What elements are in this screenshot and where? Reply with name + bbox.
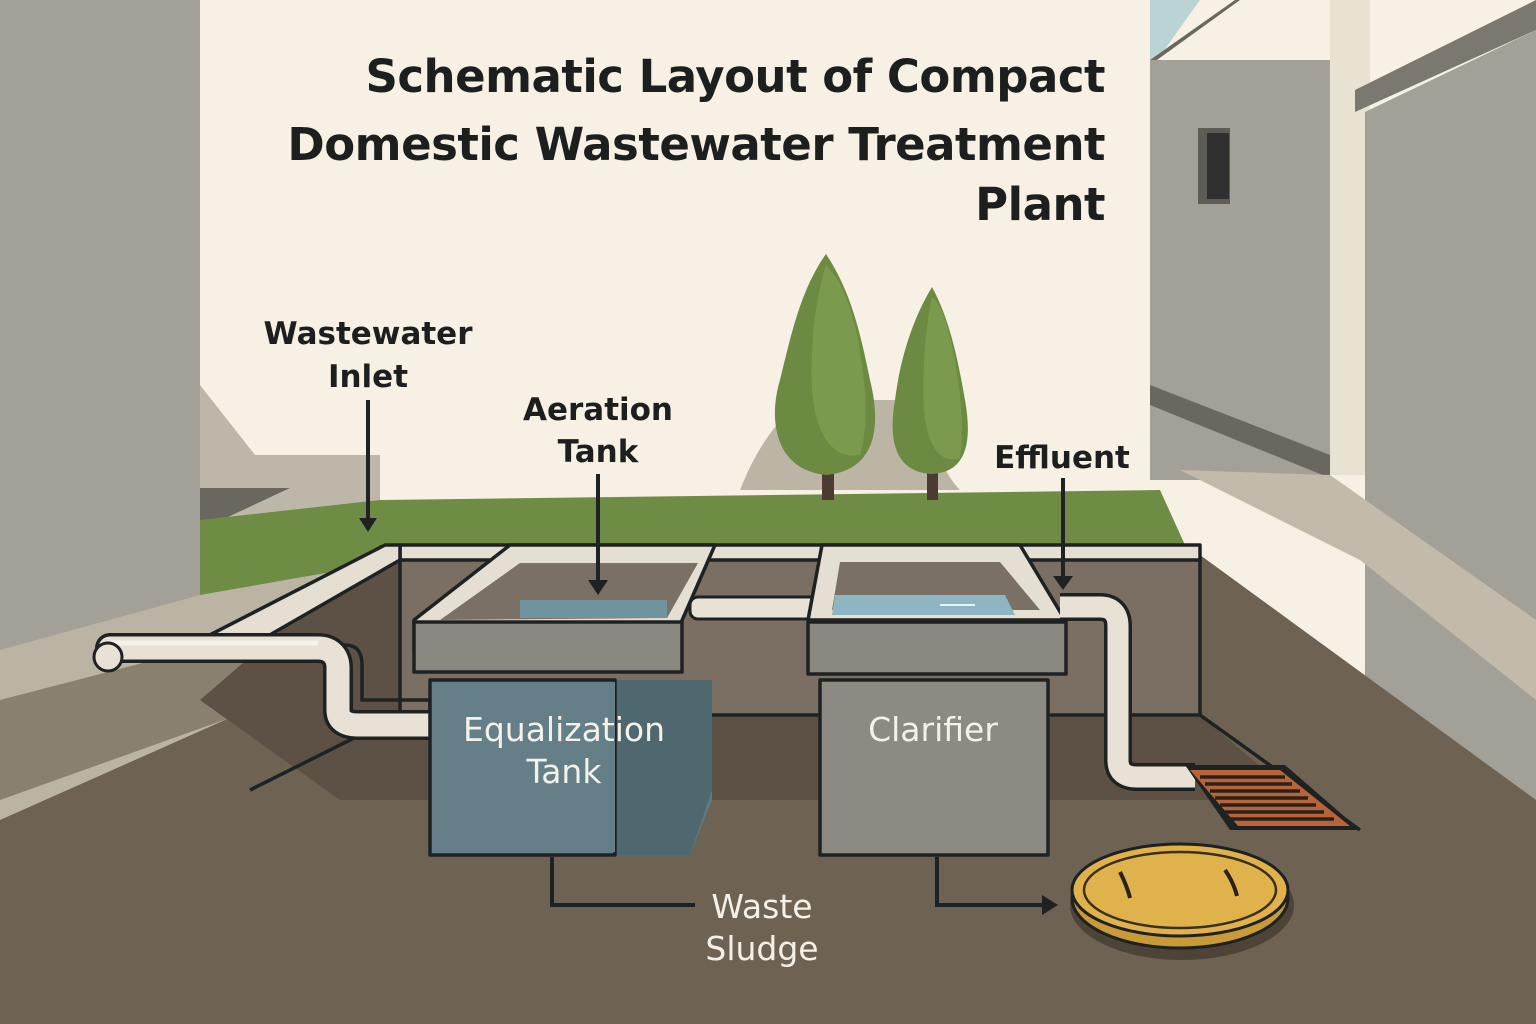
label-wastewater-inlet-line-2: Inlet	[328, 359, 408, 395]
left-building	[0, 0, 380, 700]
diagram-title: Schematic Layout of Compact Domestic Was…	[287, 50, 1105, 231]
tree-left	[774, 254, 876, 500]
tree-right	[892, 287, 968, 500]
label-aeration-tank-line-1: Aeration	[523, 392, 673, 428]
label-equalization-tank: Equalization Tank	[463, 710, 665, 791]
label-aeration-tank-line-2: Tank	[558, 434, 640, 470]
label-waste-sludge: Waste Sludge	[705, 887, 818, 968]
manhole-cover	[1070, 842, 1294, 960]
clarifier-outflow-arrow	[935, 857, 1058, 915]
equalization-tank	[412, 543, 717, 857]
clarifier-tank	[806, 543, 1068, 857]
trees	[740, 254, 968, 500]
aeration-arrow	[588, 474, 608, 595]
label-equalization-tank-line-2: Tank	[526, 752, 603, 791]
grate-slots	[1200, 775, 1334, 821]
inlet-pipe	[92, 633, 445, 740]
title-line-3: Plant	[975, 178, 1105, 231]
effluent-pipe	[1060, 593, 1195, 791]
title-line-2: Domestic Wastewater Treatment	[287, 118, 1105, 171]
storm-drain-grate	[1185, 765, 1360, 830]
label-clarifier-text: Clarifier	[868, 710, 998, 749]
label-wastewater-inlet: Wastewater Inlet	[264, 316, 474, 395]
label-wastewater-inlet-line-1: Wastewater	[264, 316, 474, 352]
effluent-arrow	[1053, 478, 1073, 590]
sludge-arrow	[550, 857, 695, 907]
label-effluent: Effluent	[994, 440, 1130, 476]
label-effluent-text: Effluent	[994, 440, 1130, 476]
inlet-arrow	[359, 400, 377, 532]
label-clarifier: Clarifier	[868, 710, 998, 749]
title-line-1: Schematic Layout of Compact	[365, 50, 1105, 103]
connecting-pipe	[688, 595, 822, 621]
label-waste-sludge-line-1: Waste	[711, 887, 812, 926]
label-waste-sludge-line-2: Sludge	[705, 929, 818, 968]
label-equalization-tank-line-1: Equalization	[463, 710, 665, 749]
label-aeration-tank: Aeration Tank	[523, 392, 673, 470]
